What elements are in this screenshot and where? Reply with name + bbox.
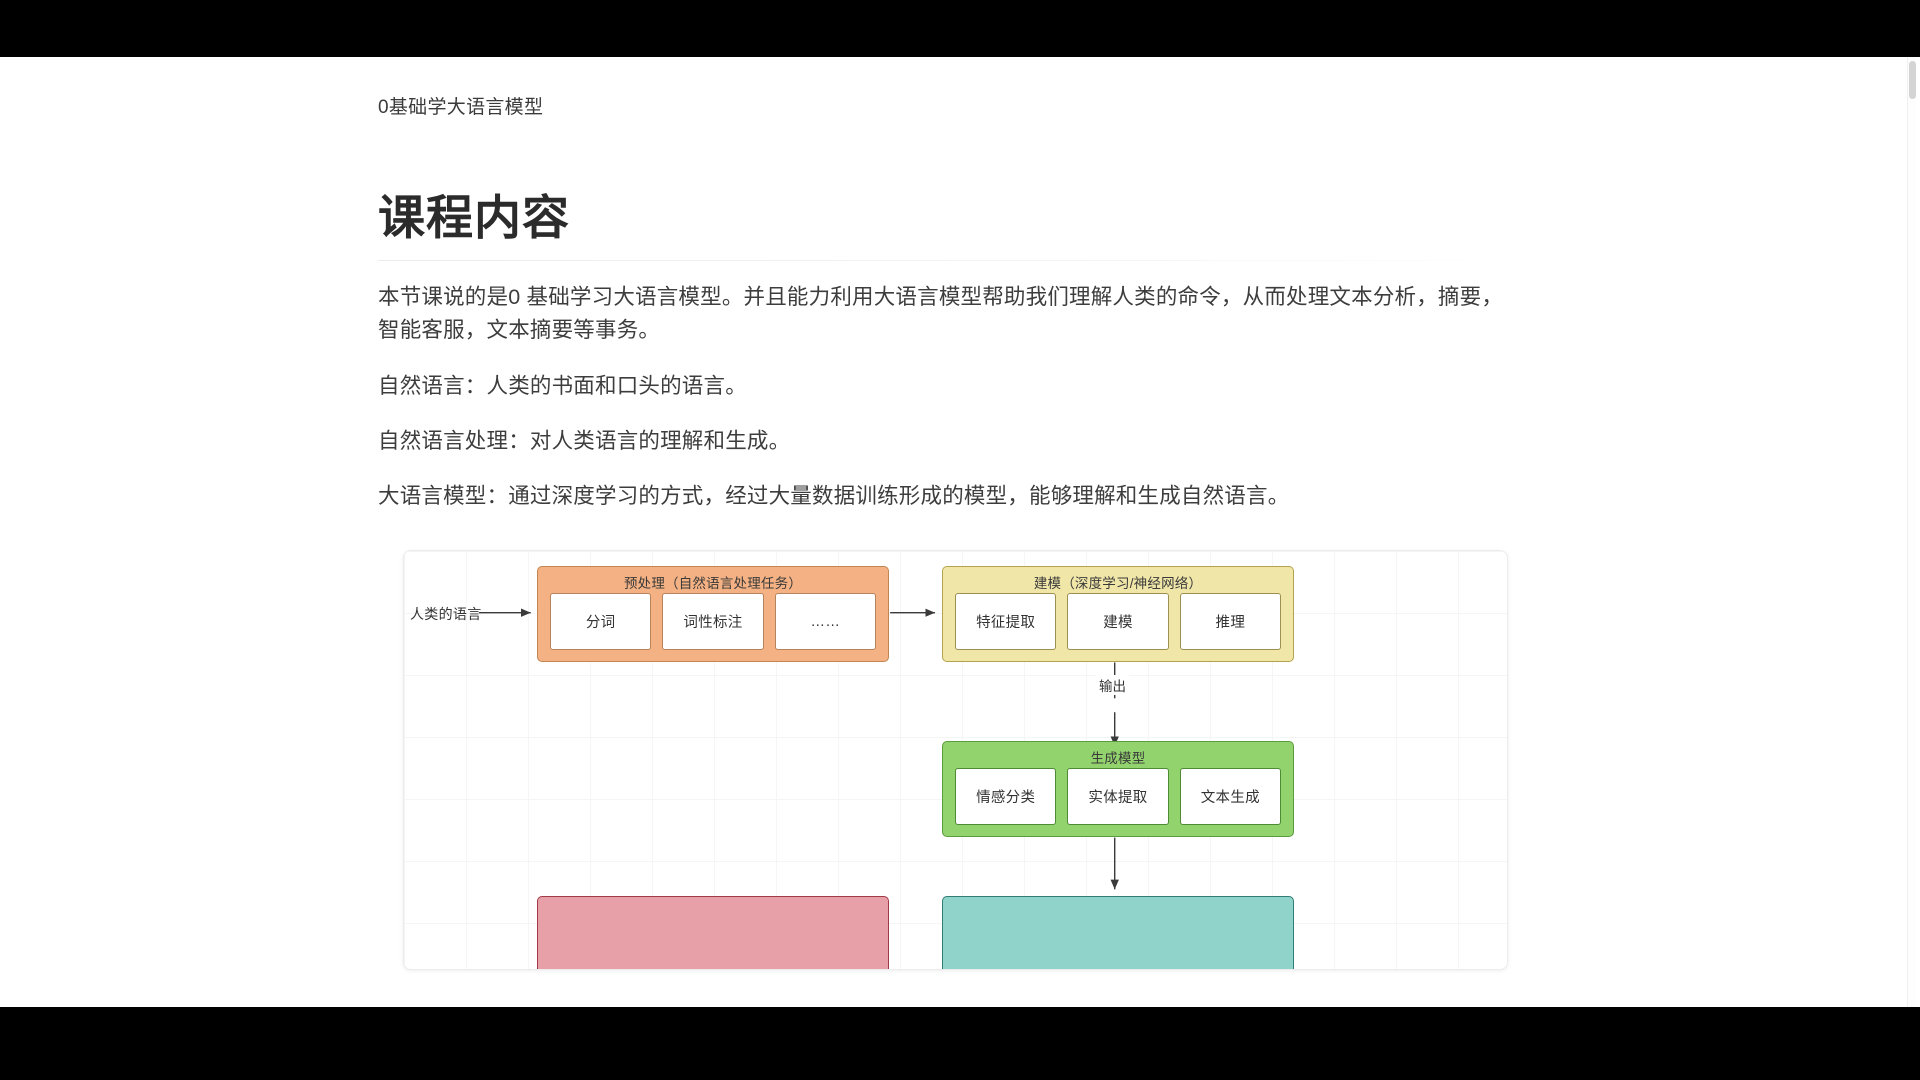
input-label: 人类的语言 <box>410 605 482 622</box>
chip-pos-tagging: 词性标注 <box>662 593 764 651</box>
chip-text-generation: 文本生成 <box>1179 768 1281 826</box>
output-arrow-label: 输出 <box>1096 674 1129 695</box>
preprocess-items: 分词 词性标注 …… <box>538 592 888 652</box>
modeling-items: 特征提取 建模 推理 <box>943 592 1293 652</box>
page-title: 课程内容 <box>378 190 570 244</box>
generation-items: 情感分类 实体提取 文本生成 <box>943 767 1293 827</box>
lower-right-node <box>942 895 1294 969</box>
breadcrumb[interactable]: 0基础学大语言模型 <box>378 97 544 118</box>
modeling-node: 建模（深度学习/神经网络） 特征提取 建模 推理 <box>942 565 1294 662</box>
paragraph-llm: 大语言模型：通过深度学习的方式，经过大量数据训练形成的模型，能够理解和生成自然语… <box>378 484 1290 509</box>
diagram-canvas: 人类的语言 预处理（自然语言处理任务） 分词 词性标注 …… 建模（深度学习/神… <box>403 549 1508 970</box>
chip-tokenization: 分词 <box>550 593 652 651</box>
generation-node: 生成模型 情感分类 实体提取 文本生成 <box>942 740 1294 837</box>
chip-ellipsis: …… <box>774 593 876 651</box>
chip-feature-extraction: 特征提取 <box>955 593 1057 651</box>
chip-entity-extraction: 实体提取 <box>1067 768 1169 826</box>
title-divider <box>378 259 1528 261</box>
paragraph-intro: 本节课说的是0 基础学习大语言模型。并且能力利用大语言模型帮助我们理解人类的命令… <box>378 284 1504 343</box>
scrollbar-thumb[interactable] <box>1909 61 1916 99</box>
pipeline-diagram: 人类的语言 预处理（自然语言处理任务） 分词 词性标注 …… 建模（深度学习/神… <box>403 549 1508 970</box>
lower-left-node <box>537 895 889 969</box>
preprocess-node: 预处理（自然语言处理任务） 分词 词性标注 …… <box>537 565 889 662</box>
chip-sentiment-classification: 情感分类 <box>955 768 1057 826</box>
chip-inference: 推理 <box>1179 593 1281 651</box>
document-viewport[interactable]: 0基础学大语言模型 课程内容 本节课说的是0 基础学习大语言模型。并且能力利用大… <box>0 57 1920 1007</box>
modeling-title: 建模（深度学习/神经网络） <box>1033 575 1203 591</box>
document-page: 0基础学大语言模型 课程内容 本节课说的是0 基础学习大语言模型。并且能力利用大… <box>0 57 1920 970</box>
chip-modeling: 建模 <box>1067 593 1169 651</box>
preprocess-title: 预处理（自然语言处理任务） <box>623 575 803 591</box>
paragraph-natural-language: 自然语言：人类的书面和口头的语言。 <box>378 373 747 398</box>
generation-title: 生成模型 <box>1090 750 1146 766</box>
vertical-scrollbar[interactable] <box>1907 57 1916 1007</box>
paragraph-nlp: 自然语言处理：对人类语言的理解和生成。 <box>378 428 791 453</box>
